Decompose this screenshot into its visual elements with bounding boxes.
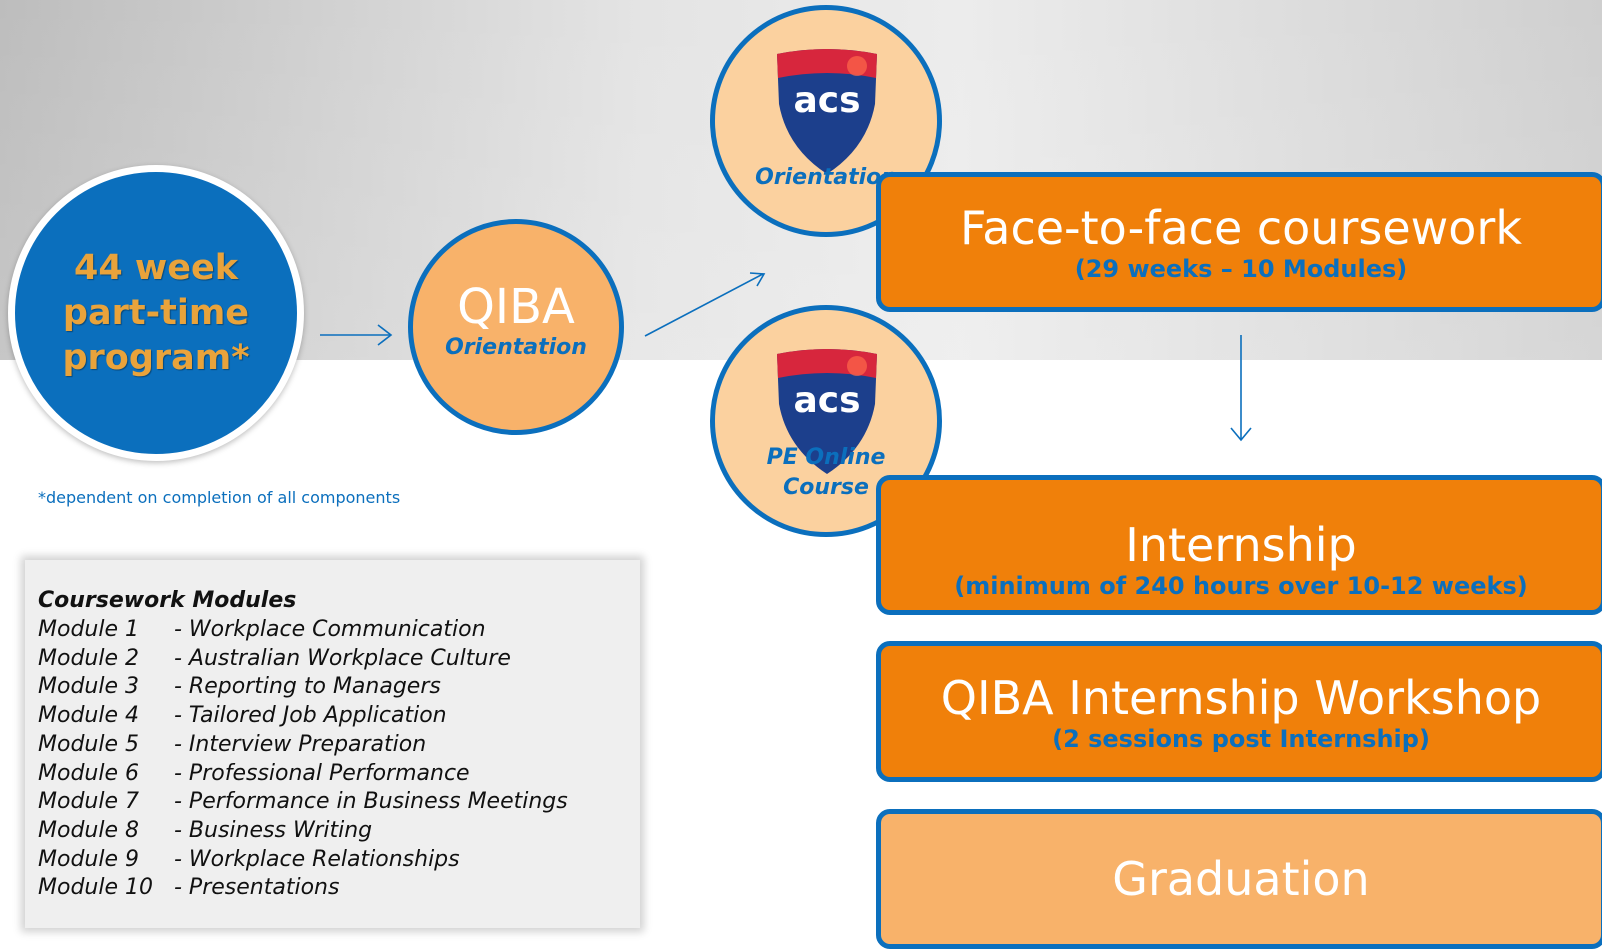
module-row: Module 1 - Workplace Communication (38, 616, 640, 645)
modules-title: Coursework Modules (38, 588, 297, 613)
module-row: Module 3 - Reporting to Managers (38, 673, 640, 702)
step-title: QIBA Internship Workshop (940, 670, 1542, 725)
qiba-title: QIBA (457, 279, 575, 335)
module-number: Module 3 (38, 674, 139, 700)
module-number: Module 5 (38, 731, 139, 757)
module-row: Module 10 - Presentations (38, 874, 640, 903)
module-name: - Performance in Business Meetings (174, 789, 568, 815)
module-name: - Australian Workplace Culture (174, 645, 511, 671)
step-title: Graduation (1112, 852, 1370, 906)
module-row: Module 7 - Performance in Business Meetin… (38, 788, 640, 817)
program-line-2: part-time (62, 292, 250, 333)
program-duration-circle: 44 week part-time program* (8, 165, 304, 461)
module-name: - Interview Preparation (174, 731, 427, 757)
step-subtitle: (29 weeks – 10 Modules) (1074, 255, 1408, 283)
module-row: Module 5 - Interview Preparation (38, 731, 640, 760)
module-name: - Workplace Communication (174, 617, 486, 642)
step-qiba-internship-workshop: QIBA Internship Workshop (2 sessions pos… (876, 641, 1602, 782)
step-internship: Internship (minimum of 240 hours over 10… (876, 475, 1602, 615)
module-number: Module 10 (38, 875, 153, 901)
module-row: Module 6 - Professional Performance (38, 760, 640, 789)
coursework-modules-panel: Coursework Modules Module 1 - Workplace C… (25, 560, 640, 928)
step-graduation: Graduation (876, 809, 1602, 949)
module-name: - Business Writing (174, 817, 373, 843)
program-line-3: program* (62, 337, 250, 378)
module-row: Module 8 - Business Writing (38, 817, 640, 846)
module-row: Module 9 - Workplace Relationships (38, 846, 640, 875)
completion-footnote: *dependent on completion of all componen… (38, 488, 401, 507)
pe-online-label-line-2: Course (783, 475, 869, 500)
module-row: Module 4 - Tailored Job Application (38, 702, 640, 731)
qiba-orientation-circle: QIBA Orientation (408, 219, 624, 435)
module-number: Module 6 (38, 760, 139, 786)
acs-logo-text: acs (793, 380, 860, 421)
module-name: - Workplace Relationships (174, 846, 460, 872)
module-number: Module 4 (38, 703, 139, 729)
module-name: - Reporting to Managers (174, 674, 441, 700)
module-number: Module 9 (38, 846, 139, 872)
step-subtitle: (minimum of 240 hours over 10-12 weeks) (954, 572, 1528, 600)
module-name: - Professional Performance (174, 760, 470, 786)
module-name: - Tailored Job Application (174, 703, 447, 729)
pe-online-label: PE Online Course (715, 443, 937, 503)
module-row: Module 2 - Australian Workplace Culture (38, 645, 640, 674)
step-title: Face-to-face coursework (960, 201, 1522, 255)
module-number: Module 7 (38, 789, 139, 815)
module-number: Module 1 (38, 617, 139, 642)
acs-logo-text: acs (793, 80, 860, 121)
acs-logo-icon: acs (777, 349, 877, 474)
step-subtitle: (2 sessions post Internship) (1052, 724, 1430, 753)
module-number: Module 2 (38, 645, 139, 671)
qiba-orientation-label: Orientation (445, 335, 587, 360)
acs-logo-icon: acs (777, 49, 877, 174)
step-face-to-face-coursework: Face-to-face coursework (29 weeks – 10 M… (876, 172, 1602, 312)
module-number: Module 8 (38, 817, 139, 843)
module-name: - Presentations (174, 875, 340, 901)
program-line-1: 44 week (74, 247, 238, 288)
acs-orientation-label: Orientation (755, 165, 897, 190)
step-title: Internship (1125, 518, 1357, 572)
pe-online-label-line-1: PE Online (766, 445, 886, 470)
